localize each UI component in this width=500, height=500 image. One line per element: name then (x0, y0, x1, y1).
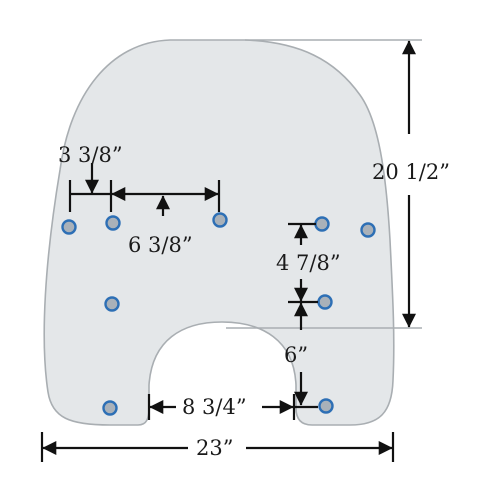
mount-hole (104, 296, 120, 312)
cutout-width-label: 8 3/4” (182, 395, 247, 419)
mount-hole (61, 219, 77, 235)
mount-hole (102, 400, 118, 416)
hole-spacing-wide-label: 6 3/8” (128, 233, 193, 257)
total-width-label: 23” (196, 436, 233, 460)
hole-spacing-small-label: 3 3/8” (58, 143, 123, 167)
windshield-shape (43, 39, 395, 426)
mount-hole (314, 216, 330, 232)
mount-hole (105, 215, 121, 231)
mount-hole (360, 222, 376, 238)
total-height-label: 20 1/2” (372, 160, 450, 184)
lower-offset-label: 6” (284, 343, 308, 367)
mount-hole (318, 398, 334, 414)
vertical-spacing-label: 4 7/8” (276, 251, 341, 275)
mount-hole (317, 294, 333, 310)
mount-hole (212, 212, 228, 228)
